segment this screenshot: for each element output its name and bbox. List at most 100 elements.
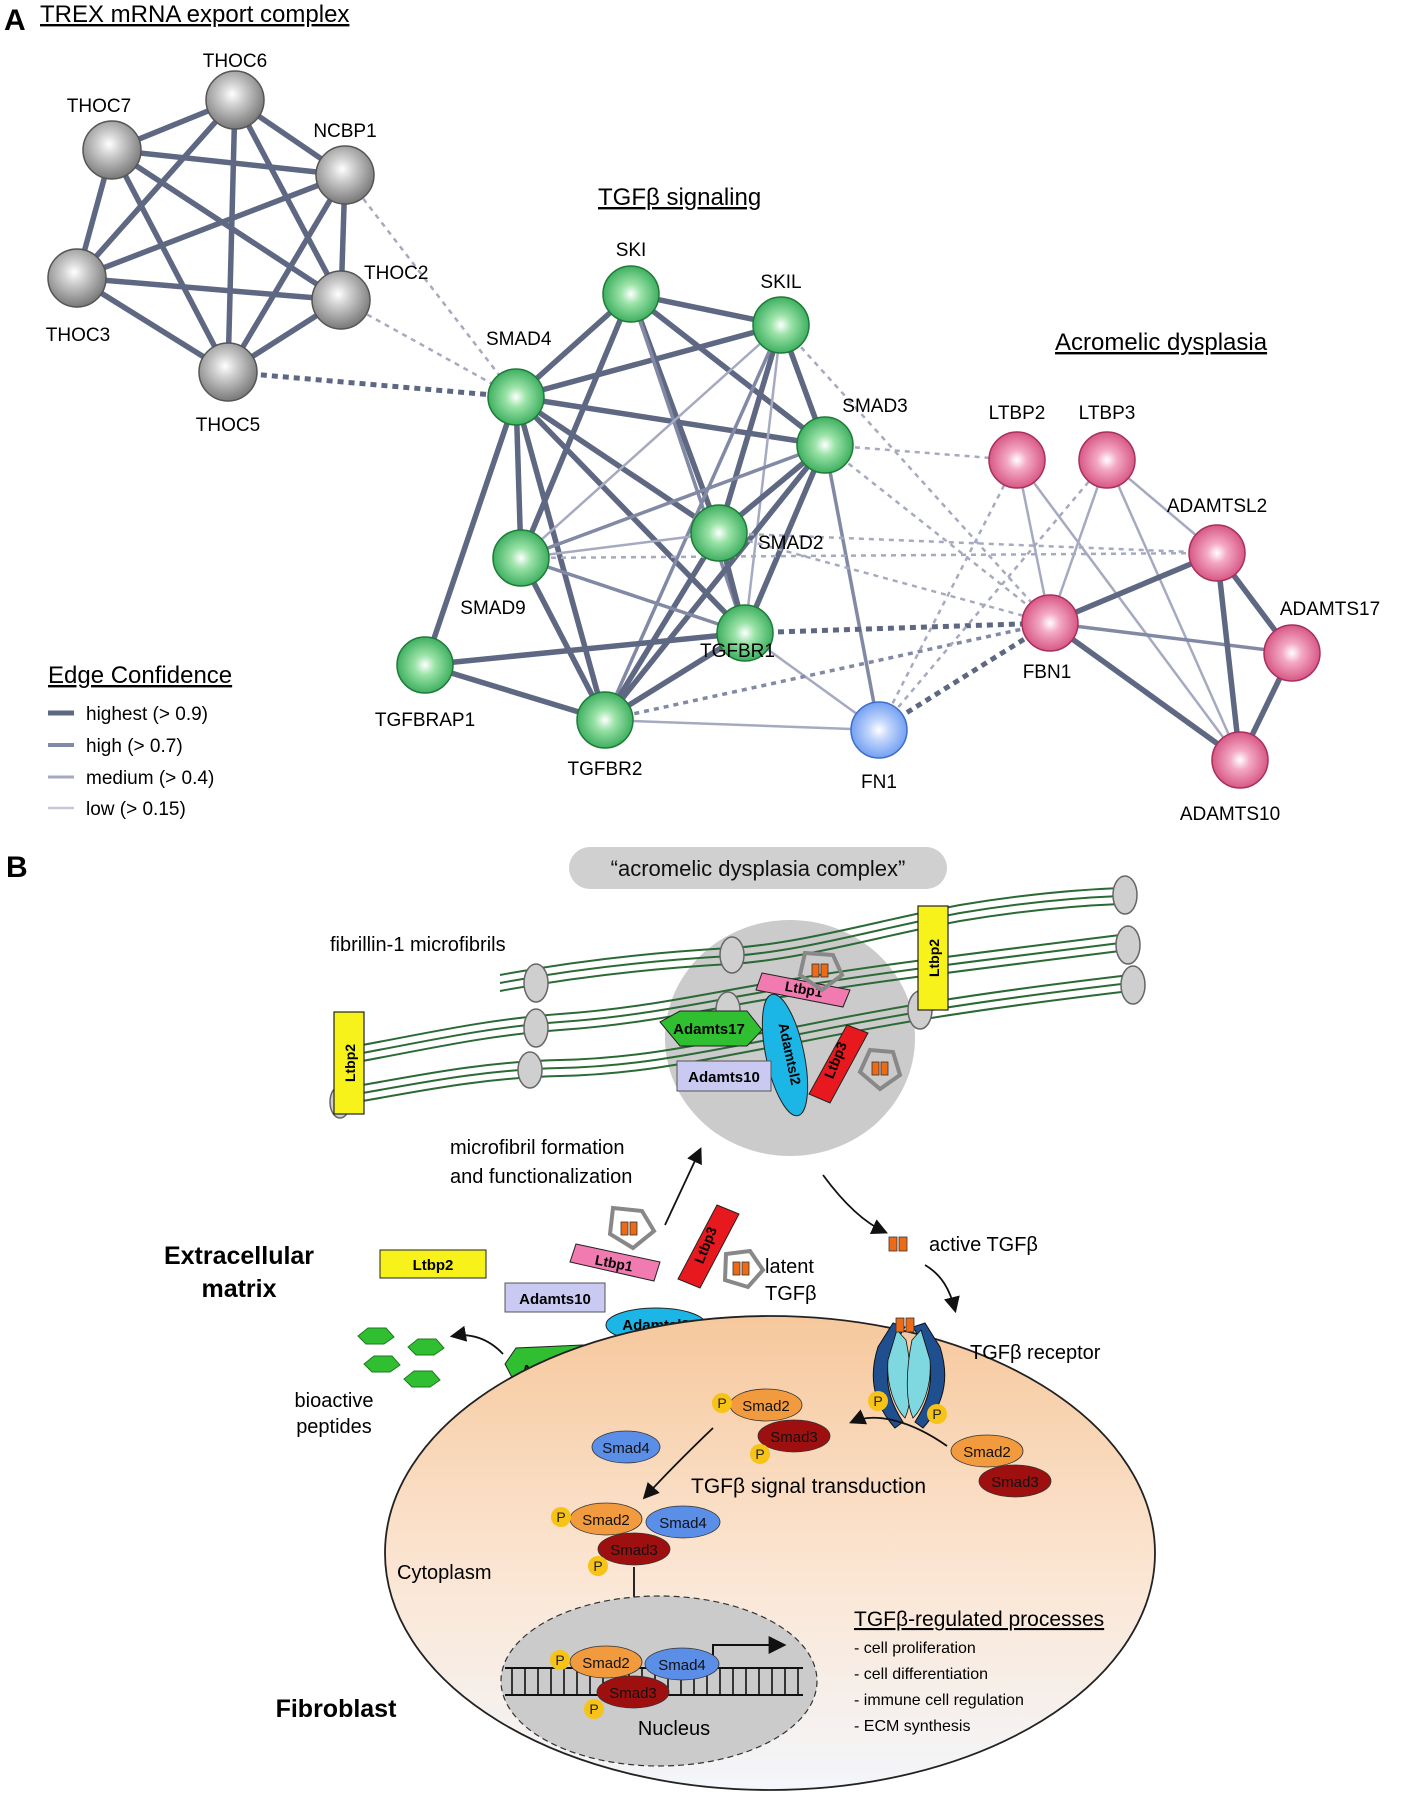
cytoplasm-label: Cytoplasm — [397, 1562, 491, 1584]
node-adamts10: ADAMTS10 — [1180, 731, 1280, 825]
formation-label-1: microfibril formation — [450, 1137, 624, 1159]
edge-skil-fbn1 — [780, 324, 1051, 624]
network-nodes: THOC6THOC7NCBP1THOC2THOC3THOC5SKISKILSMA… — [46, 51, 1380, 825]
edge-fn1-fbn1 — [877, 620, 1052, 733]
process-item: - immune cell regulation — [854, 1692, 1024, 1709]
node-label: THOC7 — [67, 96, 131, 117]
node-circle — [716, 604, 774, 662]
panel-a-label: A — [4, 4, 26, 37]
peptides-label-2: peptides — [296, 1416, 372, 1438]
latent-label-1: latent — [765, 1256, 814, 1278]
arrow-transduction — [642, 1427, 714, 1500]
svg-text:Adamts10: Adamts10 — [688, 1069, 760, 1086]
cluster-title-tgfb: TGFβ signaling — [598, 184, 761, 211]
edge-smad3-smad9 — [520, 443, 826, 560]
latent-label-2: TGFβ — [765, 1283, 817, 1305]
edge-smad3-tgfbr2 — [602, 443, 828, 722]
free-ltbp1: Ltbp1 — [569, 1205, 661, 1282]
node-label: SKI — [616, 240, 647, 261]
node-label: THOC6 — [203, 51, 267, 72]
nuclear-smad3: Smad3 — [596, 1675, 670, 1709]
node-circle — [205, 70, 265, 130]
edge-smad4-tgfbrap1 — [422, 396, 519, 666]
edge-fn1-ltbp2 — [877, 459, 1019, 731]
node-label: THOC5 — [196, 415, 260, 436]
svg-text:P: P — [717, 1395, 726, 1411]
node-label: ADAMTS10 — [1180, 804, 1280, 825]
node-ncbp1: NCBP1 — [313, 121, 377, 205]
edge-thoc2-thoc3 — [76, 275, 342, 303]
edge-thoc7-ncbp1 — [111, 147, 346, 178]
node-circle — [752, 296, 810, 354]
edge-thoc6-thoc5 — [225, 99, 238, 373]
node-circle — [850, 701, 908, 759]
process-item: - cell differentiation — [854, 1666, 988, 1683]
legend-label-medium: medium (> 0.4) — [86, 768, 214, 789]
edge-smad2-adamtsl2 — [718, 531, 1218, 555]
complex-adamts17: Adamts17 — [659, 1010, 763, 1047]
nuclear-phospho-2: P — [584, 1699, 604, 1719]
complex-smad2: Smad2 — [569, 1502, 643, 1536]
edge-fn1-ltbp3 — [878, 459, 1108, 731]
edge-skil-tgfbr1 — [743, 324, 783, 634]
svg-text:Smad2: Smad2 — [742, 1398, 790, 1415]
node-circle — [487, 368, 545, 426]
node-tgfbr1: TGFBR1 — [700, 604, 775, 662]
node-circle — [1021, 594, 1079, 652]
svg-text:P: P — [555, 1652, 564, 1668]
node-fbn1: FBN1 — [1021, 594, 1079, 683]
node-tgfbrap1: TGFBRAP1 — [375, 636, 475, 731]
node-label: ADAMTS17 — [1280, 599, 1380, 620]
smad3-unphos: Smad3 — [978, 1464, 1052, 1498]
edge-fbn1-adamtsl2 — [1048, 550, 1219, 626]
edge-fbn1-adamts10 — [1048, 620, 1242, 763]
network-edges — [74, 97, 1295, 763]
edge-smad2-tgfbr2 — [602, 531, 722, 722]
complex-phospho-1: P — [551, 1507, 571, 1527]
node-circle — [1078, 431, 1136, 489]
node-ltbp3: LTBP3 — [1078, 403, 1136, 489]
node-circle — [492, 529, 550, 587]
edge-thoc5-smad4 — [227, 369, 517, 400]
legend-label-low: low (> 0.15) — [86, 799, 186, 820]
formation-label-2: and functionalization — [450, 1166, 632, 1188]
edge-thoc7-thoc5 — [109, 148, 231, 374]
edge-smad4-skil — [515, 322, 782, 400]
node-label: LTBP2 — [989, 403, 1046, 424]
complex-title-pill — [569, 847, 947, 889]
edge-ltbp2-adamts10 — [1015, 459, 1242, 761]
node-circle — [602, 265, 660, 323]
node-circle — [47, 248, 107, 308]
edge-smad4-tgfbr2 — [513, 396, 608, 721]
svg-text:Smad2: Smad2 — [582, 1655, 630, 1672]
edge-tgfbr2-tgfbrap1 — [424, 662, 606, 723]
edge-ski-smad9 — [518, 292, 634, 560]
process-item: - ECM synthesis — [854, 1718, 970, 1735]
phospho-1: P — [712, 1393, 732, 1413]
svg-text:Smad4: Smad4 — [602, 1440, 650, 1457]
node-circle — [1263, 624, 1321, 682]
svg-text:Ltbp2: Ltbp2 — [926, 939, 942, 977]
node-circle — [315, 145, 375, 205]
node-circle — [396, 636, 454, 694]
complex-ltbp1: Ltbp1 — [755, 950, 851, 1008]
svg-text:Smad3: Smad3 — [991, 1474, 1039, 1491]
node-smad9: SMAD9 — [460, 529, 550, 619]
node-label: TGFBR1 — [700, 641, 775, 662]
node-thoc3: THOC3 — [46, 248, 110, 346]
smad2-unphos: Smad2 — [950, 1434, 1024, 1468]
svg-text:P: P — [589, 1701, 598, 1717]
node-thoc7: THOC7 — [67, 96, 142, 180]
arrow-phosphorylation — [849, 1409, 948, 1447]
svg-text:Smad3: Smad3 — [609, 1685, 657, 1702]
edge-fbn1-adamts17 — [1049, 621, 1293, 655]
smad3-phos: Smad3 — [757, 1419, 831, 1453]
node-label: LTBP3 — [1079, 403, 1136, 424]
panel-b-label: B — [6, 851, 28, 884]
node-ltbp2: LTBP2 — [988, 403, 1046, 489]
edge-smad2-fbn1 — [718, 531, 1051, 625]
edge-smad3-ltbp2 — [824, 443, 1018, 462]
free-adamts10: Adamts10 — [504, 1282, 606, 1313]
svg-text:Smad2: Smad2 — [582, 1512, 630, 1529]
nucleus-label: Nucleus — [638, 1718, 710, 1740]
